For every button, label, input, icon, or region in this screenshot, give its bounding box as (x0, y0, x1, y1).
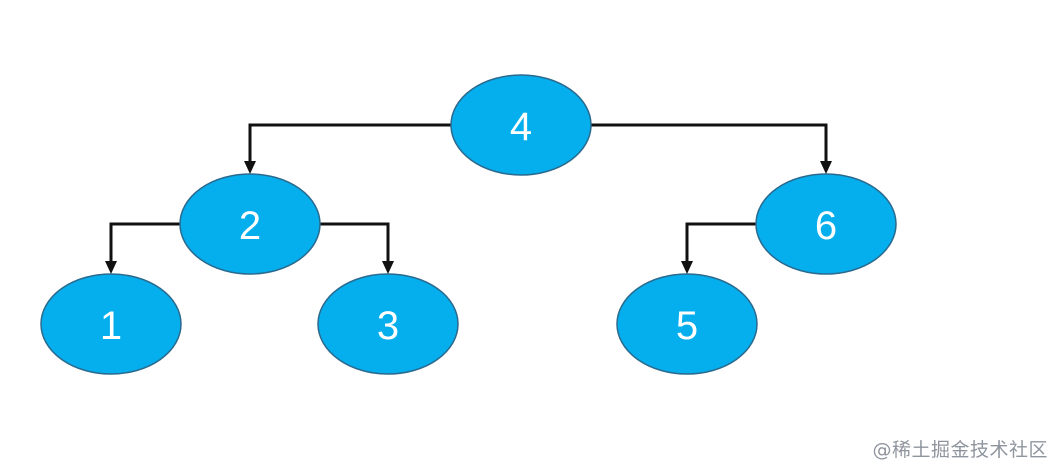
arrowhead-2 (244, 161, 256, 174)
node-4: 4 (450, 74, 592, 176)
nodes-layer: 4 2 6 1 3 5 (40, 74, 897, 375)
edge-4-to-6 (591, 123, 828, 163)
arrowhead-5 (681, 261, 693, 274)
node-3-ellipse (317, 273, 459, 375)
node-2: 2 (179, 173, 321, 275)
watermark: @稀土掘金技术社区 (872, 439, 1048, 461)
node-5-ellipse (616, 273, 758, 375)
edge-2-to-3 (320, 222, 390, 263)
node-6-label: 6 (815, 204, 837, 248)
node-3: 3 (317, 273, 459, 375)
node-1-ellipse (40, 273, 182, 375)
node-2-label: 2 (239, 204, 261, 248)
edges-layer (105, 123, 832, 274)
node-2-ellipse (179, 173, 321, 275)
node-6-ellipse (755, 173, 897, 275)
node-4-ellipse (450, 74, 592, 176)
arrowhead-1 (105, 261, 117, 274)
arrowhead-3 (382, 261, 394, 274)
node-1: 1 (40, 273, 182, 375)
edge-6-to-5 (685, 222, 756, 263)
arrowhead-6 (820, 161, 832, 174)
node-3-label: 3 (377, 304, 399, 348)
edge-2-to-1 (109, 222, 180, 263)
node-5-label: 5 (676, 304, 698, 348)
node-5: 5 (616, 273, 758, 375)
node-6: 6 (755, 173, 897, 275)
node-4-label: 4 (510, 105, 532, 149)
node-1-label: 1 (100, 304, 122, 348)
edge-4-to-2 (248, 123, 451, 163)
